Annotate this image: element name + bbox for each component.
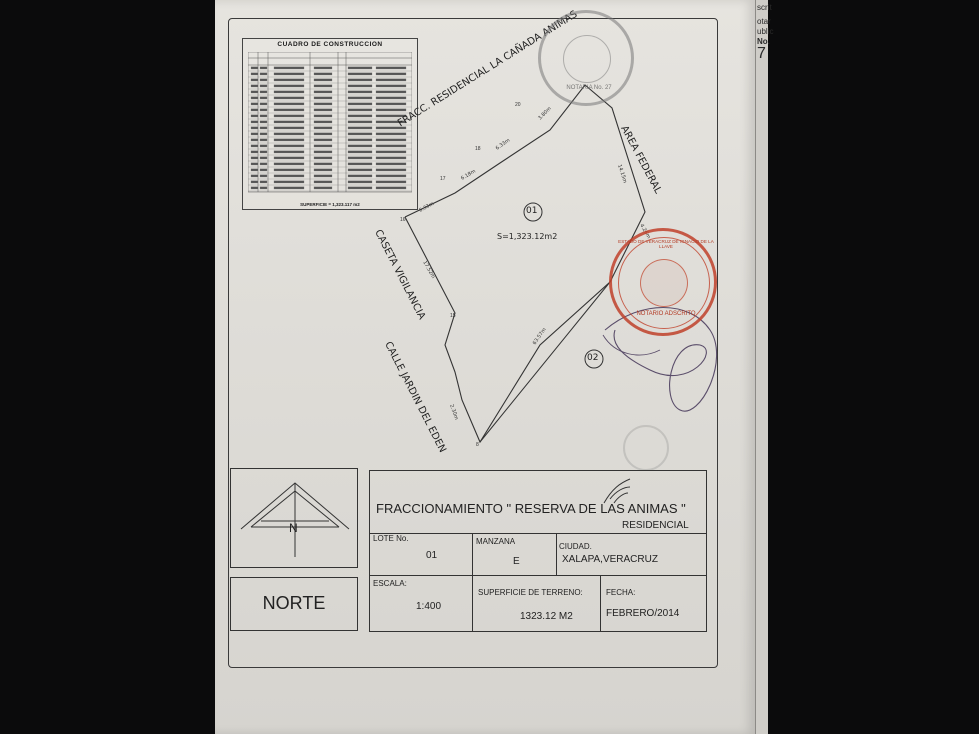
svg-text:15: 15 (450, 313, 456, 319)
fecha-label: FECHA: (606, 588, 636, 597)
svg-text:3.80m: 3.80m (537, 106, 553, 122)
lot-02-number: 02 (587, 353, 599, 363)
svg-text:2.30m: 2.30m (448, 404, 459, 421)
construction-table: CUADRO DE CONSTRUCCION SUPERFICIE = 1,32… (242, 38, 418, 210)
north-arrow-box: N (230, 468, 358, 568)
lot-01-marker (523, 202, 543, 222)
development-name: FRACCIONAMIENTO " RESERVA DE LAS ANIMAS … (376, 501, 686, 516)
svg-text:8: 8 (476, 442, 479, 448)
edge-text: 7 (757, 45, 766, 62)
ciudad-label: CIUDAD. (559, 542, 592, 551)
lot-01-number: 01 (526, 206, 538, 216)
superficie-label: SUPERFICIE DE TERRENO: (478, 588, 583, 597)
lote-value: 01 (426, 550, 438, 561)
title-block: FRACCIONAMIENTO " RESERVA DE LAS ANIMAS … (369, 470, 707, 632)
svg-text:16: 16 (400, 217, 406, 223)
lote-label: LOTE No. (373, 534, 409, 543)
fecha-value: FEBRERO/2014 (606, 608, 680, 619)
adjacent-document-edge: scrit otar ublic No. 7 (755, 0, 773, 734)
notary-seal-gray: NOTARIA No. 27 (538, 10, 634, 106)
edge-text: otar (757, 17, 771, 26)
svg-text:63.57m: 63.57m (532, 327, 548, 346)
edge-text: scrit (757, 3, 772, 12)
subtitle: RESIDENCIAL (622, 520, 689, 531)
ciudad-value: XALAPA,VERACRUZ (562, 554, 658, 565)
svg-text:17.52m: 17.52m (421, 260, 436, 280)
svg-text:6.33m: 6.33m (418, 201, 435, 214)
svg-text:17: 17 (440, 176, 446, 182)
lot-02-marker (584, 349, 604, 369)
logo-icon (603, 478, 631, 504)
notary-seal-red: ESTADO DE VERACRUZ DE IGNACIO DE LA LLAV… (609, 228, 717, 336)
edge-text: ublic (757, 27, 774, 36)
escala-label: ESCALA: (373, 579, 407, 588)
lot-02-boundary (479, 281, 611, 443)
svg-text:20: 20 (515, 102, 521, 108)
table-surface: SUPERFICIE = 1,323.117 m2 (300, 202, 360, 207)
north-arrow-icon (240, 482, 350, 557)
edge-text: No. (757, 37, 770, 46)
plan-sheet (215, 0, 755, 734)
table-title: CUADRO DE CONSTRUCCION (277, 41, 383, 48)
manzana-value: E (513, 556, 520, 567)
manzana-label: MANZANA (476, 537, 516, 546)
table-grid (248, 52, 412, 193)
faded-seal (623, 425, 669, 471)
superficie-value: 1323.12 M2 (520, 611, 573, 622)
north-label-box: NORTE (230, 577, 358, 631)
drawing-border (228, 18, 718, 668)
escala-value: 1:400 (416, 601, 442, 612)
svg-text:14.15m: 14.15m (616, 164, 628, 184)
svg-text:6.33m: 6.33m (495, 137, 512, 151)
lot-area-label: S=1,323.12m2 (497, 232, 558, 241)
lot-01-boundary (404, 84, 646, 444)
seal-center-text: NOTARIO ADSCRITO (636, 311, 696, 317)
svg-text:18: 18 (475, 146, 481, 152)
north-label: NORTE (262, 593, 326, 613)
seal-text: NOTARIA No. 27 (566, 85, 612, 91)
seal-ring-text: ESTADO DE VERACRUZ DE IGNACIO DE LA LLAV… (618, 239, 714, 249)
north-letter: N (289, 521, 298, 535)
